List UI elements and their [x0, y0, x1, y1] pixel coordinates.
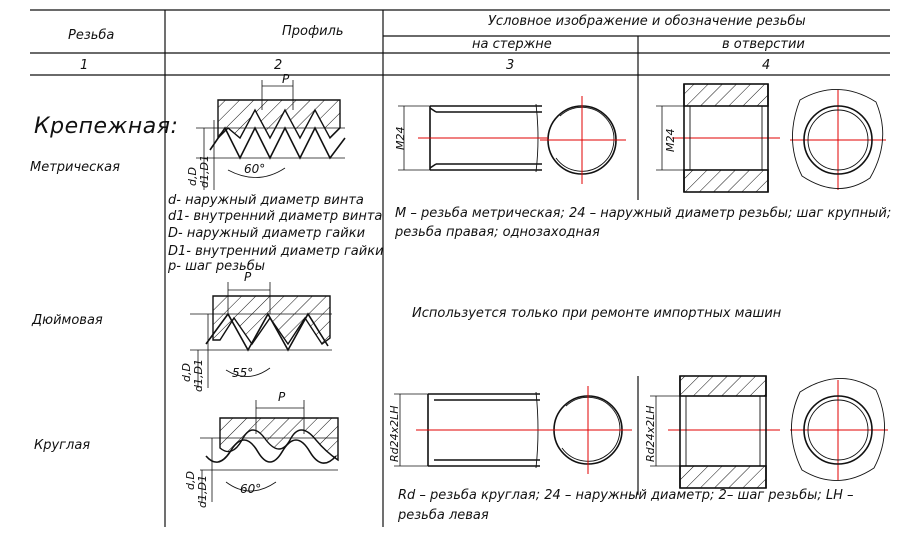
- metric-d1-label: d1,D1: [198, 155, 211, 188]
- header-on-rod: на стержне: [472, 37, 552, 52]
- header-num-2: 2: [274, 58, 283, 73]
- inch-profile-drawing: [190, 282, 332, 388]
- metric-hole-mark: M24: [664, 128, 677, 153]
- metric-rod-mark: M24: [394, 126, 407, 151]
- legend-line: D- наружный диаметр гайки: [168, 226, 366, 241]
- row-name-metric: Метрическая: [30, 160, 120, 175]
- inch-d1-label: d1,D1: [192, 359, 205, 392]
- round-angle-label: 60°: [240, 482, 262, 496]
- header-in-hole: в отверстии: [722, 37, 805, 52]
- inch-angle-label: 55°: [232, 366, 254, 380]
- metric-rod-view: [398, 103, 617, 175]
- round-pitch-label: P: [278, 390, 286, 404]
- header-num-1: 1: [80, 58, 89, 73]
- metric-pitch-label: P: [282, 72, 290, 86]
- metric-axis-lines: [418, 90, 886, 190]
- metric-designation-line: М – резьба метрическая; 24 – наружный ди…: [395, 206, 892, 221]
- group-title: Крепежная:: [34, 114, 179, 139]
- round-hole-view: [650, 375, 885, 489]
- round-hole-mark: Rd24x2LH: [644, 405, 657, 462]
- round-designation-line: резьба левая: [398, 508, 489, 523]
- round-rod-mark: Rd24x2LH: [388, 405, 401, 462]
- metric-angle-label: 60°: [244, 162, 266, 176]
- metric-hole-view: [656, 83, 884, 193]
- metric-profile-drawing: [196, 80, 346, 190]
- header-num-3: 3: [506, 58, 515, 73]
- legend-line: p- шаг резьбы: [168, 259, 266, 274]
- inch-note: Используется только при ремонте импортны…: [412, 306, 782, 321]
- round-profile-drawing: [200, 400, 339, 502]
- table-grid: [30, 9, 890, 527]
- header-profile: Профиль: [282, 24, 344, 39]
- header-num-4: 4: [762, 58, 771, 73]
- round-d1-label: d1,D1: [196, 475, 209, 508]
- round-designation-line: Rd – резьба круглая; 24 – наружный диаме…: [398, 488, 854, 503]
- header-thread: Резьба: [68, 28, 115, 43]
- legend-line: d1- внутренний диаметр винта: [168, 209, 383, 224]
- inch-pitch-label: P: [244, 270, 252, 284]
- row-name-inch: Дюймовая: [32, 313, 103, 328]
- row-name-round: Круглая: [34, 438, 91, 453]
- metric-designation-line: резьба правая; однозаходная: [395, 225, 600, 240]
- header-designation: Условное изображение и обозначение резьб…: [488, 14, 806, 29]
- legend-line: D1- внутренний диаметр гайки: [168, 244, 384, 259]
- legend-line: d- наружный диаметр винта: [168, 193, 364, 208]
